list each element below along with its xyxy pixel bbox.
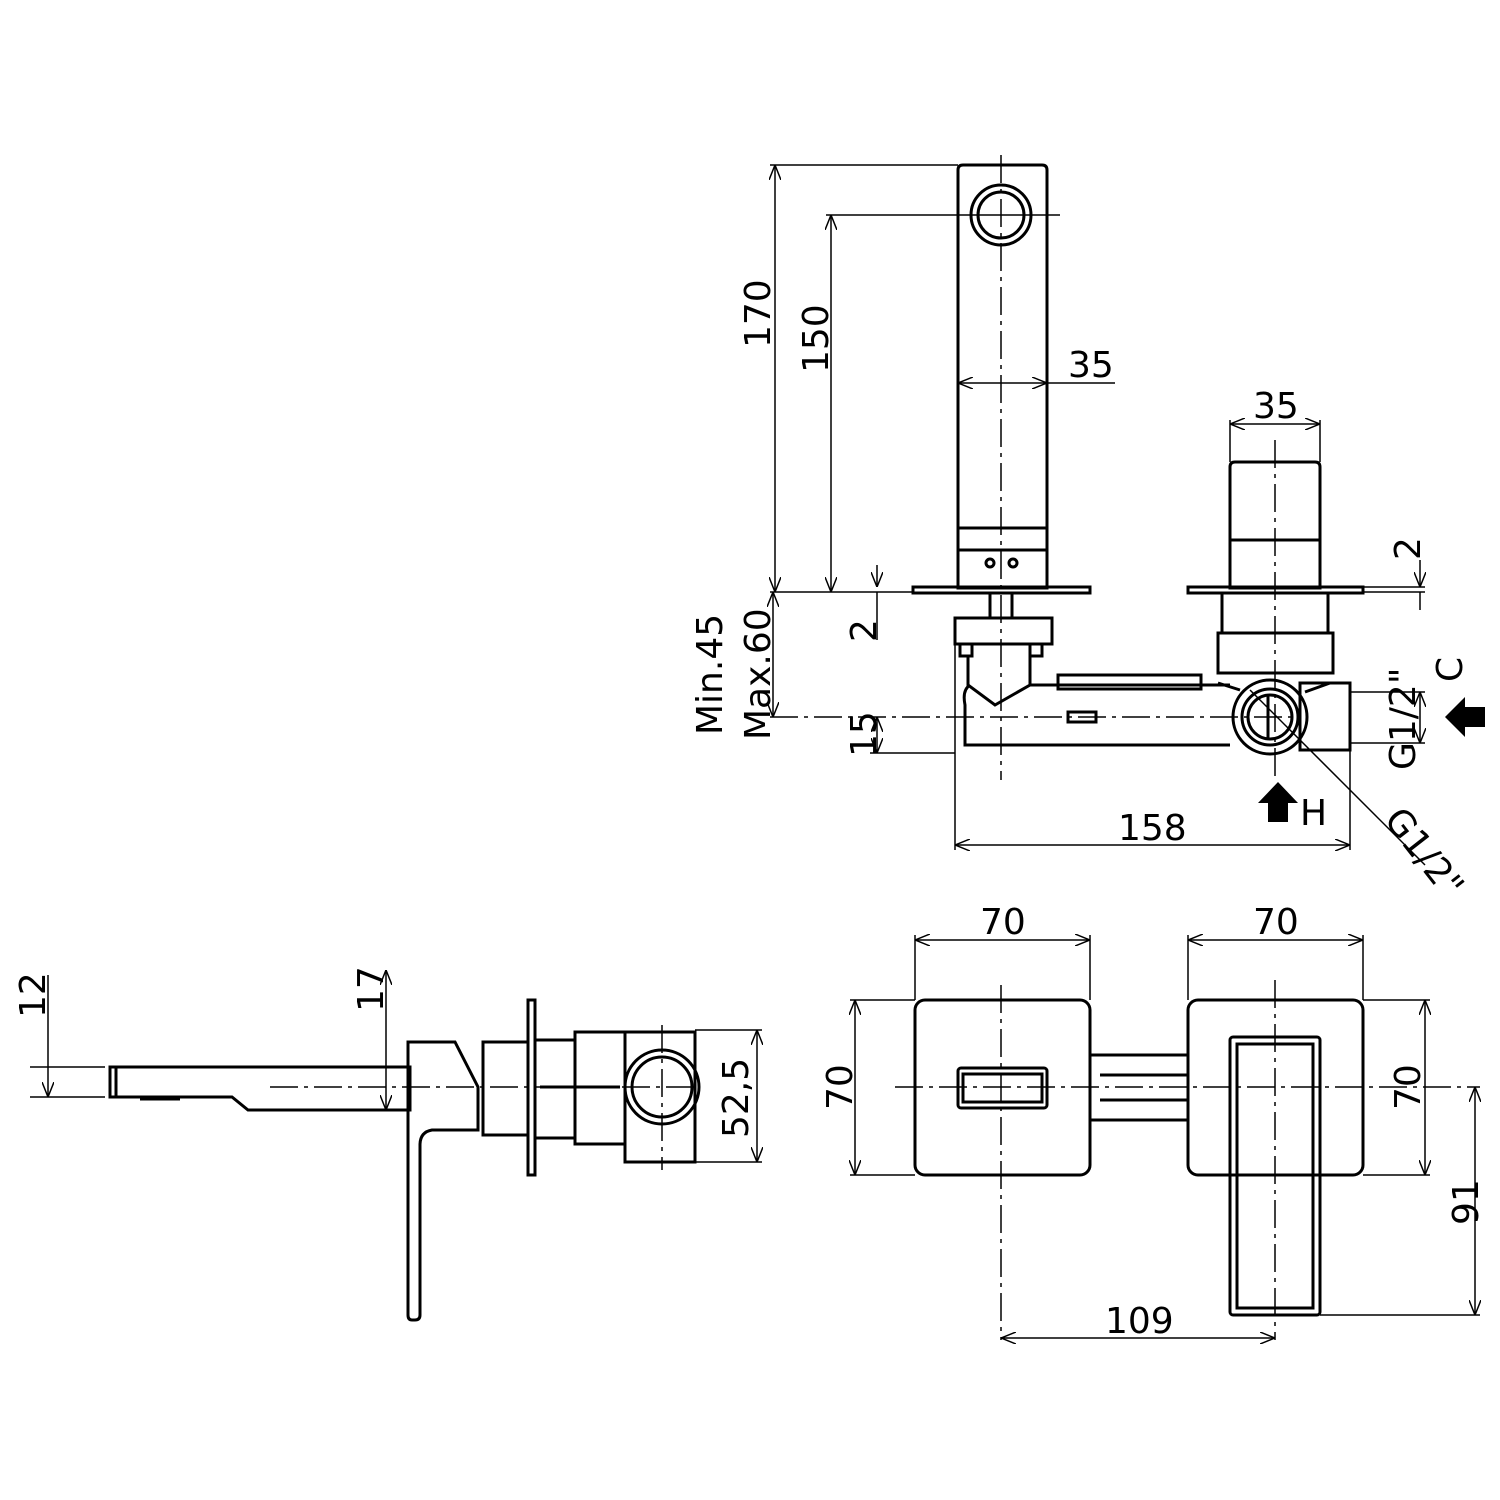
top-view: 170 150 35 35 2 2 Min.45 Max.60 15 158 G… (690, 155, 1485, 906)
dim-158: 158 (1118, 808, 1187, 849)
dim-2-left: 2 (844, 619, 885, 642)
spout-side-outline (108, 998, 701, 1322)
spout-outline (956, 163, 1049, 590)
dim-35-handle: 35 (1253, 386, 1299, 427)
dim-70-left-height: 70 (820, 1064, 861, 1110)
dim-min-45: Min.45 (690, 614, 731, 735)
dim-2-right: 2 (1388, 537, 1429, 560)
dim-91: 91 (1446, 1179, 1487, 1225)
cold-inlet-arrow-icon (1445, 697, 1485, 737)
thread-hot-label: G1/2" (1376, 800, 1471, 906)
dim-35-spout: 35 (1068, 345, 1114, 386)
front-view: 70 70 70 70 91 109 (820, 902, 1487, 1342)
dim-52-5: 52,5 (716, 1058, 757, 1138)
dim-max-60: Max.60 (738, 608, 779, 740)
dim-170: 170 (738, 279, 779, 348)
spout-outlet-inner (961, 1072, 1044, 1104)
side-dimension-lines (30, 970, 762, 1163)
dim-15: 15 (844, 711, 885, 757)
dim-109: 109 (1105, 1301, 1174, 1342)
dim-17: 17 (351, 966, 392, 1012)
thread-cold-label: G1/2" (1383, 668, 1424, 770)
dim-150: 150 (796, 304, 837, 373)
dim-70-right-height: 70 (1388, 1064, 1429, 1110)
side-view: 12 17 52,5 (13, 966, 762, 1322)
connecting-pipe (1090, 1053, 1188, 1122)
hot-inlet-arrow-icon (1258, 782, 1298, 822)
spout-outlet (956, 1066, 1049, 1110)
cold-label: C (1430, 657, 1471, 682)
hot-label: H (1300, 793, 1327, 834)
dim-12: 12 (13, 972, 54, 1018)
dim-70-right-width: 70 (1253, 902, 1299, 943)
dim-70-left-width: 70 (980, 902, 1026, 943)
dimension-lines (770, 164, 1425, 866)
front-dimension-lines (850, 935, 1480, 1338)
